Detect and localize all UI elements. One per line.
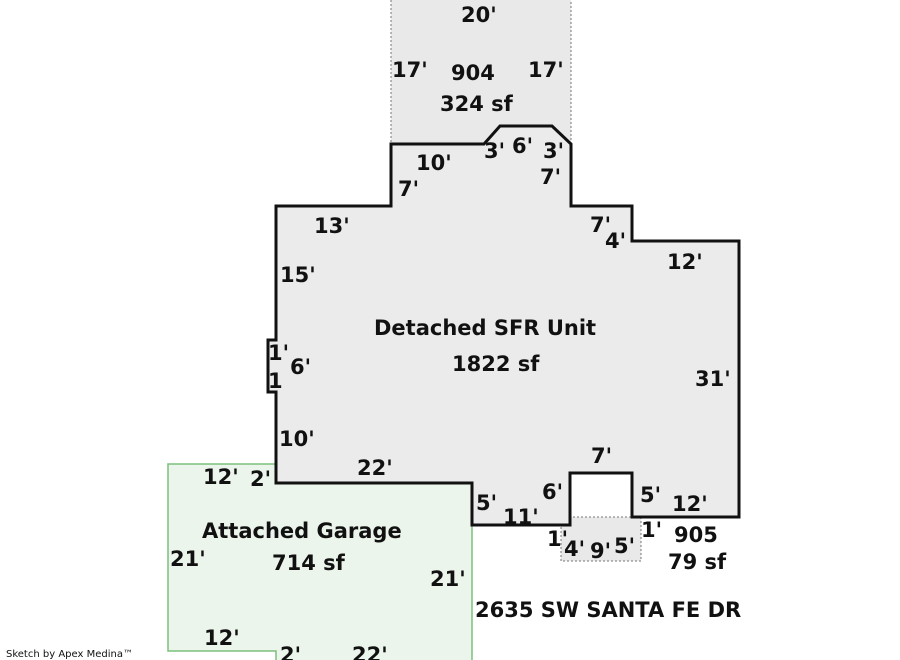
dimension-label: 4': [564, 537, 585, 561]
dimension-label: 21': [170, 547, 206, 571]
dimension-label: 5': [476, 491, 497, 515]
dimension-label: 1': [268, 341, 289, 365]
dimension-label: 3': [484, 139, 505, 163]
dimension-label: 21': [430, 567, 466, 591]
dimension-label: 12': [667, 250, 703, 274]
sketch-credit: Sketch by Apex Medina™: [6, 649, 133, 660]
dimension-label: 22': [357, 456, 393, 480]
dimension-label: 1': [547, 527, 568, 551]
dimension-label: 6': [290, 355, 311, 379]
dimension-label: 17': [392, 58, 428, 82]
dimension-label: 3': [543, 139, 564, 163]
dimension-label: 7': [591, 444, 612, 468]
dimension-label: 31': [695, 367, 731, 391]
dimension-label: 22': [352, 643, 388, 660]
dimension-label: 2': [280, 643, 301, 660]
dimension-label: 12': [672, 492, 708, 516]
dimension-label: 6': [512, 134, 533, 158]
dimension-label: 2': [250, 467, 271, 491]
dimension-label: 1': [641, 518, 662, 542]
area-905-size: 79 sf: [668, 550, 727, 574]
garage-size: 714 sf: [272, 551, 346, 575]
house-name: Detached SFR Unit: [374, 316, 596, 340]
dimension-label: 1: [268, 369, 283, 393]
area-905-outline: [560, 516, 642, 562]
dimension-label: 15': [280, 263, 316, 287]
house-outline: [266, 124, 741, 527]
area-904-size: 324 sf: [440, 92, 514, 116]
dimension-label: 12': [203, 465, 239, 489]
area-904-outline: [390, 0, 572, 145]
dimension-label: 13': [314, 214, 350, 238]
address-label: 2635 SW SANTA FE DR: [475, 598, 741, 622]
dimension-label: 17': [528, 58, 564, 82]
dimension-label: 7': [590, 213, 611, 237]
dimension-label: 10': [279, 427, 315, 451]
dimension-label: 9': [590, 539, 611, 563]
dimension-label: 7': [540, 165, 561, 189]
area-904-name: 904: [451, 61, 495, 85]
area-905-name: 905: [674, 523, 718, 547]
dimension-label: 12': [204, 626, 240, 650]
garage-name: Attached Garage: [202, 519, 402, 543]
dimension-label: 5': [640, 483, 661, 507]
dimension-label: 11': [503, 505, 539, 529]
dimension-label: 5': [614, 534, 635, 558]
dimension-label: 4': [605, 229, 626, 253]
dimension-label: 6': [542, 480, 563, 504]
dimension-label: 20': [461, 3, 497, 27]
dimension-label: 10': [416, 151, 452, 175]
house-size: 1822 sf: [452, 352, 540, 376]
dimension-label: 7': [398, 177, 419, 201]
